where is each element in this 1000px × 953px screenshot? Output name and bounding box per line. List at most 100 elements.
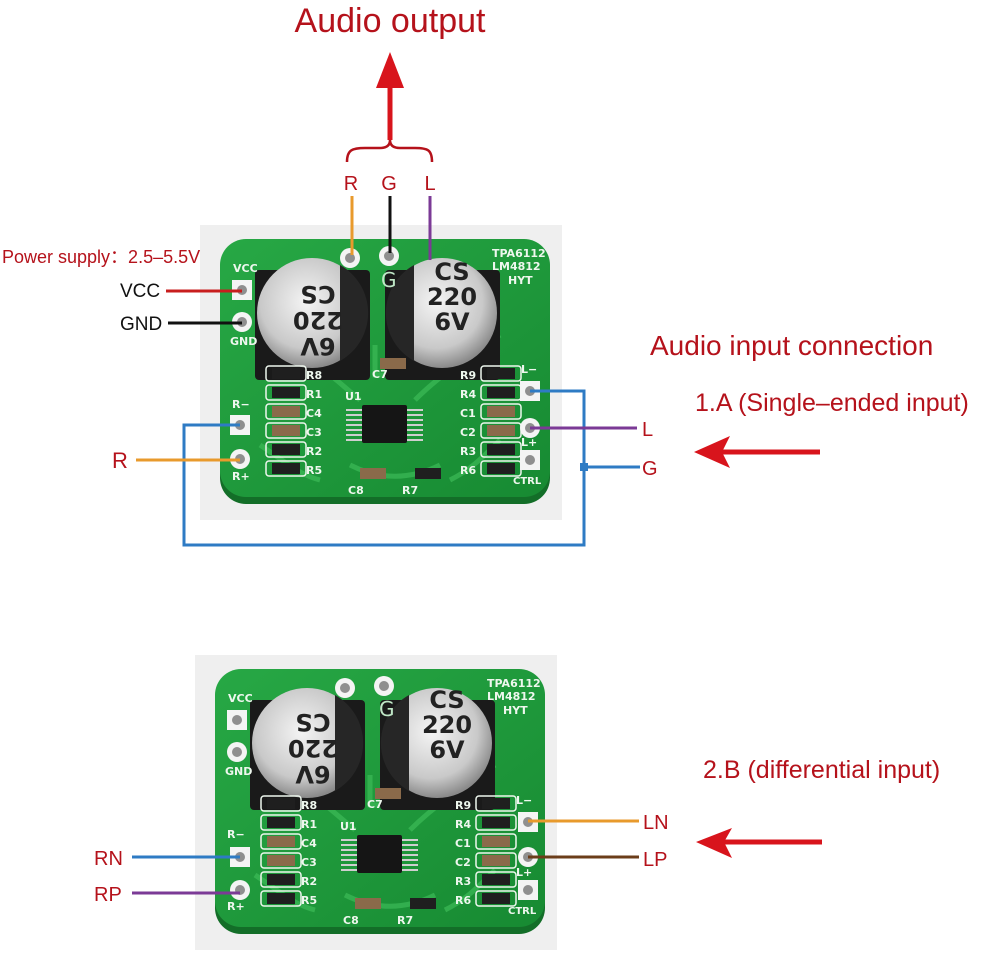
pad-label-r-plus: R+ <box>232 470 250 483</box>
pad-label-g-b: G <box>379 697 395 721</box>
capacitor-smd <box>375 788 401 799</box>
output-brace <box>345 139 434 163</box>
component-label-r1-bottom: R1 <box>301 818 317 831</box>
component-label-r8-top: R8 <box>306 369 322 382</box>
component-outline <box>260 833 302 850</box>
ic-chip-top <box>346 405 423 443</box>
component-outline <box>265 365 307 382</box>
output-pin-g: G <box>381 173 397 195</box>
component-label-r6-bottom: R6 <box>455 894 471 907</box>
resistor-smd <box>272 368 300 379</box>
resistor-smd <box>410 898 436 909</box>
component-label-r2-bottom: R2 <box>301 875 317 888</box>
resistor-smd <box>267 893 295 904</box>
component-outline <box>265 460 307 477</box>
input-arrow-a <box>694 436 820 468</box>
capacitor-smd <box>267 836 295 847</box>
resistor-smd <box>487 463 515 474</box>
pad-label-l-plus: L+ <box>521 436 537 449</box>
silkscreen-bottom: VCC GND G TPA6112 LM4812 HYT R− R+ L− L+… <box>225 677 541 927</box>
capacitor-smd <box>380 358 406 369</box>
pad-label-ctrl: CTRL <box>513 476 542 487</box>
component-label-r3-bottom: R3 <box>455 875 471 888</box>
cap-left-line3: 6V <box>300 332 336 360</box>
component-label-r2-top: R2 <box>306 445 322 458</box>
component-outline <box>260 871 302 888</box>
component-outline <box>260 890 302 907</box>
component-label-c3-top: C3 <box>306 426 322 439</box>
component-outline <box>480 441 522 458</box>
resistor-smd <box>487 387 515 398</box>
capacitor-smd <box>482 855 510 866</box>
capacitor-left-bottom: 6V 220 CS <box>288 708 338 788</box>
component-label-r9-top: R9 <box>460 369 476 382</box>
cap-right-line3: 6V <box>434 308 470 336</box>
capacitor-smd <box>272 406 300 417</box>
resistor-smd <box>272 463 300 474</box>
component-label-r8-bottom: R8 <box>301 799 317 812</box>
vcc-label: VCC <box>120 281 160 302</box>
chip-marking-2: LM4812 <box>492 260 541 273</box>
cap-left-line2: 220 <box>293 306 343 334</box>
resistor-smd <box>267 817 295 828</box>
part-c8: C8 <box>348 484 364 497</box>
component-outline <box>265 403 307 420</box>
mode-b-label: 2.B (differential input) <box>703 756 940 784</box>
ln-label: LN <box>643 812 669 834</box>
component-outline <box>265 422 307 439</box>
cap-left-line1: CS <box>300 280 335 308</box>
cap-right-line2: 220 <box>427 283 477 311</box>
cap-left-b-line1: CS <box>295 708 330 736</box>
resistor-smd <box>267 874 295 885</box>
part-c7: C7 <box>372 368 388 381</box>
capacitor-right-bottom: CS 220 6V <box>422 686 472 764</box>
pad-label-l-minus: L− <box>521 363 537 376</box>
component-label-c1-top: C1 <box>460 407 476 420</box>
chip-marking-1: TPA6112 <box>492 247 546 260</box>
component-outline <box>265 441 307 458</box>
component-label-c4-bottom: C4 <box>301 837 317 850</box>
maker-label: HYT <box>508 274 533 287</box>
component-outline <box>475 852 517 869</box>
input-arrow-b <box>696 828 822 858</box>
component-label-r3-top: R3 <box>460 445 476 458</box>
resistor-smd <box>482 798 510 809</box>
component-outline <box>480 365 522 382</box>
component-label-r1-top: R1 <box>306 388 322 401</box>
resistor-smd <box>482 893 510 904</box>
pad-label-vcc: VCC <box>233 262 258 275</box>
pad-label-r-plus-b: R+ <box>227 900 245 913</box>
ground-wire-loop <box>182 389 586 547</box>
cap-right-b-line3: 6V <box>429 736 465 764</box>
mode-a-label: 1.A (Single–ended input) <box>695 389 969 417</box>
gnd-label: GND <box>120 314 162 335</box>
cap-left-b-line2: 220 <box>288 734 338 762</box>
lp-label: LP <box>643 849 667 871</box>
resistor-smd <box>487 368 515 379</box>
component-label-r5-bottom: R5 <box>301 894 317 907</box>
chip-marking-1-b: TPA6112 <box>487 677 541 690</box>
ic-label-b: U1 <box>340 820 357 833</box>
resistor-smd <box>267 798 295 809</box>
component-label-c3-bottom: C3 <box>301 856 317 869</box>
component-outline <box>475 871 517 888</box>
part-r7: R7 <box>402 484 418 497</box>
pad-label-vcc-b: VCC <box>228 692 253 705</box>
component-label-r4-top: R4 <box>460 388 476 401</box>
component-label-r6-top: R6 <box>460 464 476 477</box>
rn-label: RN <box>94 848 123 870</box>
component-outline <box>265 384 307 401</box>
pad-label-r-minus-b: R− <box>227 828 245 841</box>
component-label-c2-bottom: C2 <box>455 856 471 869</box>
capacitor-smd <box>487 425 515 436</box>
mode-a-l-label: L <box>642 419 653 441</box>
silkscreen-top: VCC GND G TPA6112 LM4812 HYT R− R+ L− L+… <box>230 247 546 497</box>
capacitor-left-top: 6V 220 CS <box>293 280 343 360</box>
capacitor-smd <box>360 468 386 479</box>
component-label-r4-bottom: R4 <box>455 818 471 831</box>
pads-bottom <box>227 676 538 900</box>
component-label-c4-top: C4 <box>306 407 322 420</box>
output-pin-l: L <box>424 173 435 195</box>
ic-label: U1 <box>345 390 362 403</box>
